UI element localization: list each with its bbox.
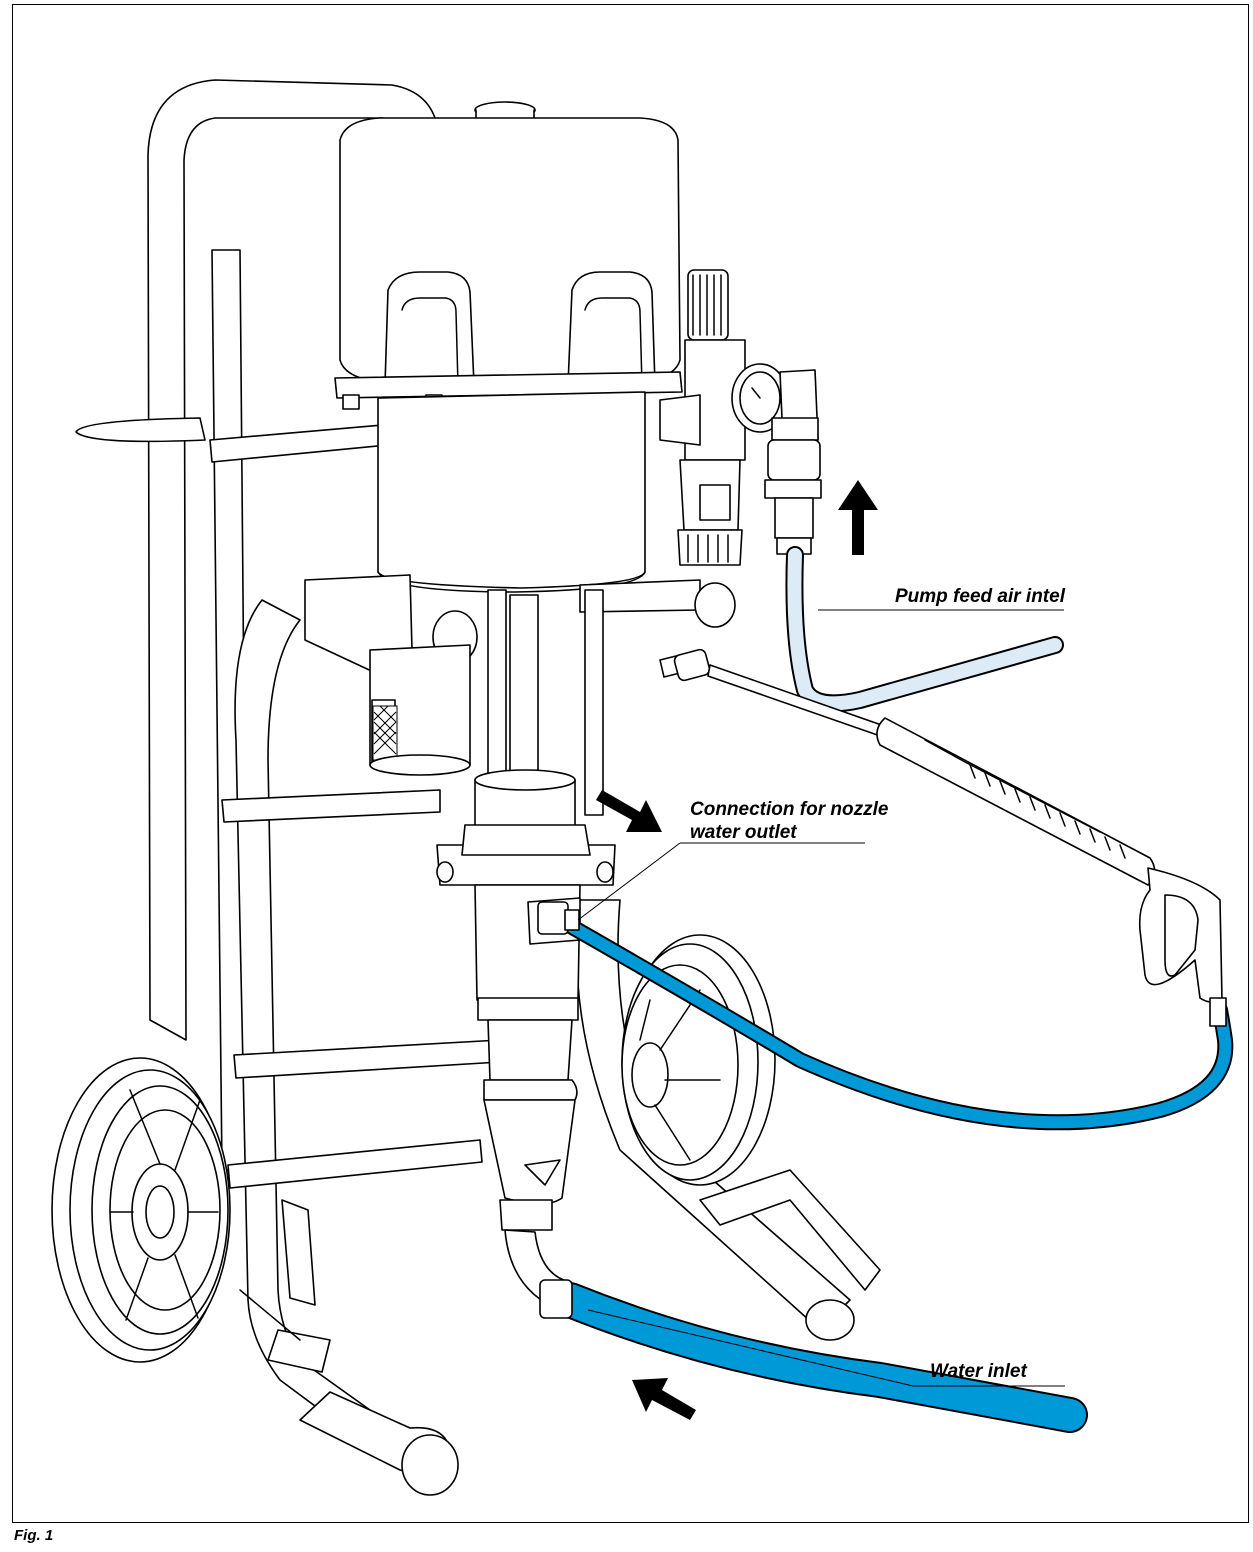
callout-leaders — [577, 609, 1065, 1387]
spray-gun — [659, 648, 1227, 1027]
inlet-flow-arrow — [632, 1378, 696, 1420]
nozzle-outlet-label-line2: water outlet — [690, 822, 797, 843]
right-wheel — [621, 934, 776, 1186]
air-regulator — [659, 269, 822, 566]
air-hose — [785, 546, 1064, 713]
outlet-flow-arrow — [596, 790, 662, 832]
pump-lower-assembly — [304, 574, 736, 1311]
figure-caption: Fig. 1 — [14, 1527, 54, 1544]
air-flow-arrow — [838, 480, 878, 555]
air-inlet-label: Pump feed air intel — [895, 586, 1066, 607]
water-inlet-label: Water inlet — [930, 1361, 1027, 1382]
nozzle-outlet-label-line1: Connection for nozzle — [690, 799, 889, 820]
outlet-hose — [537, 901, 1234, 1131]
left-wheel — [51, 1057, 231, 1363]
figure-frame — [12, 4, 1249, 1523]
pump-motor — [334, 101, 683, 593]
